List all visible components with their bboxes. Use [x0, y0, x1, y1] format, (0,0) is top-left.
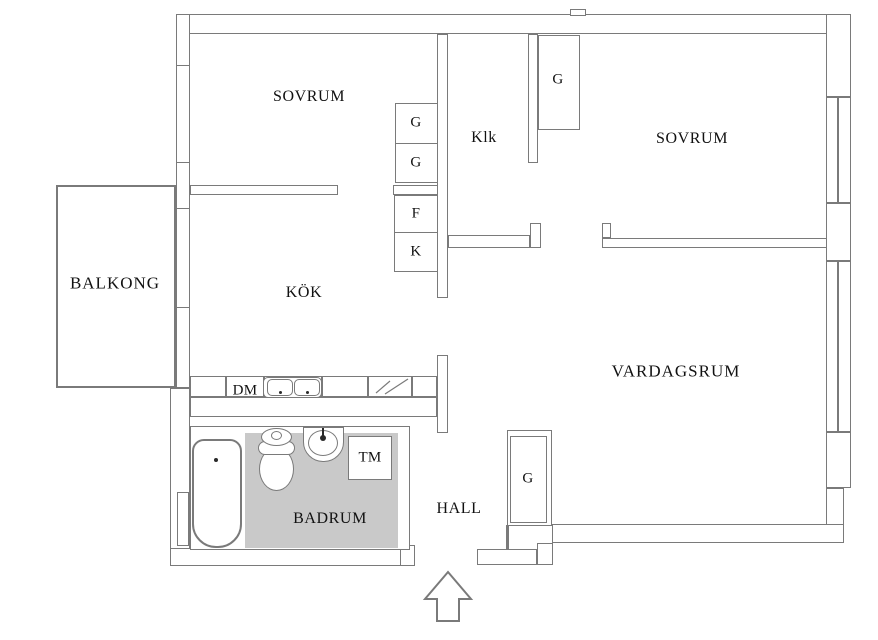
appliance-label-dm: DM [232, 382, 258, 399]
entrance-arrow-icon [422, 570, 474, 622]
cabinet-label-k: K [410, 243, 422, 260]
room-label-badrum: BADRUM [293, 510, 367, 527]
kitchen-counter-divider-4 [367, 376, 369, 397]
room-label-vardagsrum: VARDAGSRUM [611, 361, 741, 381]
kitchen-sink-basin-right [294, 379, 320, 396]
closet-label-g1: G [410, 114, 422, 131]
stove-icon [375, 378, 409, 395]
kitchen-sink-drain-right [306, 391, 309, 394]
closet-g-hall-stub [506, 525, 509, 549]
cabinet-label-f: F [411, 205, 421, 222]
balcony-outline [56, 185, 176, 388]
window-bathroom [177, 492, 189, 546]
kitchen-counter-divider-3 [321, 376, 323, 397]
wall-right-lower [826, 432, 851, 488]
wall-top [176, 14, 851, 34]
closet-g-bedroom-box [538, 35, 580, 130]
wall-right-top [826, 14, 851, 97]
window-balcony-door [176, 208, 190, 308]
wall-klk-door-jamb [530, 223, 541, 248]
room-label-sovrum-right: SOVRUM [655, 130, 729, 147]
room-label-klk: Klk [471, 129, 497, 146]
kitchen-counter-divider-5 [411, 376, 413, 397]
wall-bottom-step-right [537, 543, 553, 565]
wall-closet-klk-east [528, 34, 538, 163]
wall-right-mid [826, 203, 851, 261]
bathtub-icon [192, 439, 242, 548]
washing-machine-box [348, 436, 392, 480]
wall-klk-south [448, 235, 530, 248]
room-label-hall: HALL [436, 500, 482, 517]
room-label-sovrum-left: SOVRUM [272, 88, 346, 105]
kitchen-sink-drain-left [279, 391, 282, 394]
wall-bedroom2-south [602, 238, 827, 248]
toilet-tank-button [271, 431, 282, 440]
closet-label-g-hall: G [522, 470, 534, 487]
wall-bottom-livingroom [552, 524, 844, 543]
bathtub-drain [214, 458, 218, 462]
wall-bottom-bathroom [170, 548, 402, 566]
kitchen-sink-basin-left [267, 379, 293, 396]
wall-bottom-hall [477, 549, 537, 565]
wall-bedroom-kitchen [190, 185, 338, 195]
room-label-kok: KÖK [285, 284, 323, 301]
kitchen-counter-divider-1 [225, 376, 227, 397]
wall-top-notch [570, 9, 586, 16]
window-livingroom-mullion [837, 262, 839, 431]
window-bedroom-right-mullion [837, 98, 839, 202]
closet-g2-box [395, 143, 438, 183]
washbasin-tap [322, 428, 324, 437]
appliance-label-tm: TM [358, 449, 382, 466]
closet-label-g-bedroom: G [552, 71, 564, 88]
room-label-balkong: BALKONG [69, 273, 161, 293]
window-bedroom-left [176, 65, 190, 163]
wall-kitchen-east-lower [437, 355, 448, 433]
cabinet-k-box [394, 232, 438, 272]
closet-label-g2: G [410, 154, 422, 171]
closet-g-hall-inner [510, 436, 547, 523]
washbasin-tap-dot [320, 435, 326, 441]
wall-bedroom2-door-jamb [602, 223, 611, 238]
wall-kitchen-east-upper [437, 34, 448, 298]
